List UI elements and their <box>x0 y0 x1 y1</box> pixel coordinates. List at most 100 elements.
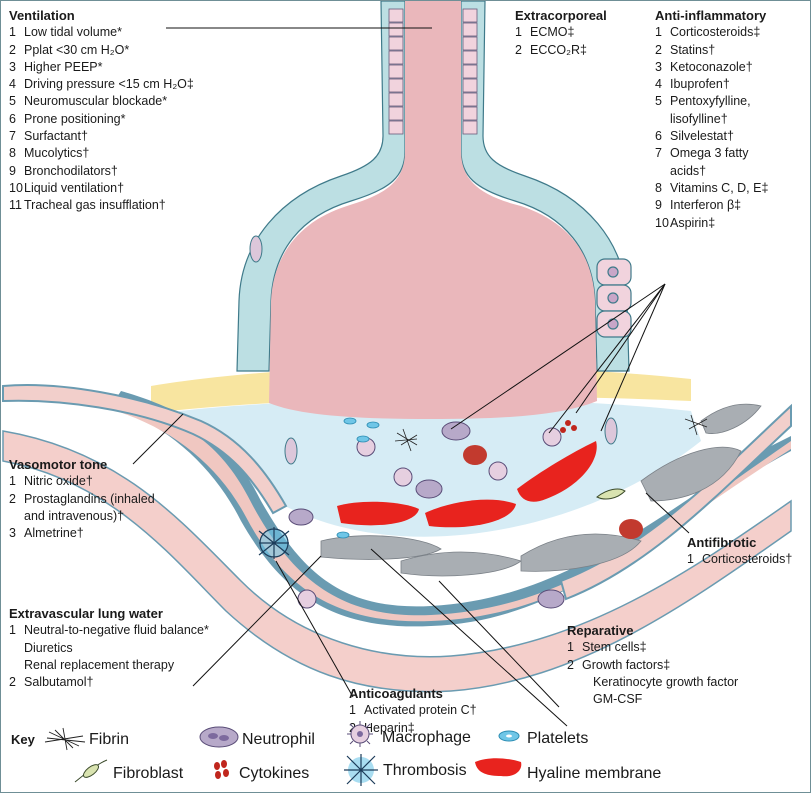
antiinflammatory-item: 3Ketoconazole† <box>655 59 805 76</box>
reparative-title: Reparative <box>567 622 807 639</box>
ventilation-title: Ventilation <box>9 7 279 24</box>
antiinflammatory-item: 7Omega 3 fatty <box>655 145 805 162</box>
item-number: 2 <box>515 42 530 59</box>
fibrin-icon <box>43 726 87 752</box>
item-number: 2 <box>9 491 24 508</box>
vessel-cell-2 <box>605 418 617 444</box>
antifibrotic-block: Antifibrotic 1Corticosteroids† <box>687 534 811 569</box>
key-legend: Key Fibrin Neutrophil Macrophage Platele… <box>1 716 810 792</box>
item-number: 2 <box>9 674 24 691</box>
item-number: 10 <box>655 215 670 232</box>
antiinflammatory-item-continuation: acids† <box>655 163 805 180</box>
extravascular-subitem: Diuretics <box>9 640 309 657</box>
item-text: Stem cells‡ <box>582 639 647 656</box>
item-number: 4 <box>9 76 24 93</box>
item-text: Almetrine† <box>24 525 84 542</box>
antiinflammatory-title: Anti-inflammatory <box>655 7 805 24</box>
platelets-icon <box>497 726 521 746</box>
key-cytokines-label: Cytokines <box>239 765 309 783</box>
ventilation-item: 3Higher PEEP* <box>9 59 279 76</box>
key-title: Key <box>11 732 35 747</box>
hyaline-membrane-icon <box>471 754 525 782</box>
item-text: Driving pressure <15 cm H₂O‡ <box>24 76 194 93</box>
ventilation-item: 4Driving pressure <15 cm H₂O‡ <box>9 76 279 93</box>
item-number: 1 <box>515 24 530 41</box>
item-number: 8 <box>655 180 670 197</box>
item-number: 2 <box>567 657 582 674</box>
item-number: 7 <box>9 128 24 145</box>
item-text: Corticosteroids‡ <box>670 24 760 41</box>
item-text: Liquid ventilation† <box>24 180 124 197</box>
type-i-cell <box>250 236 262 262</box>
item-text: Prone positioning* <box>24 111 125 128</box>
reparative-block: Reparative 1Stem cells‡2Growth factors‡K… <box>567 622 807 708</box>
extracorporeal-list: 1ECMO‡2ECCO₂R‡ <box>515 24 645 59</box>
reparative-item: 2Growth factors‡ <box>567 657 807 674</box>
antifibrotic-title: Antifibrotic <box>687 534 811 551</box>
item-number: 9 <box>9 163 24 180</box>
antiinflammatory-item-continuation: lisofylline† <box>655 111 805 128</box>
item-text: Statins† <box>670 42 715 59</box>
item-text: Neutral-to-negative fluid balance* <box>24 622 209 639</box>
item-text: Tracheal gas insufflation† <box>24 197 166 214</box>
antifibrotic-item: 1Corticosteroids† <box>687 551 811 568</box>
vasomotor-block: Vasomotor tone 1Nitric oxide†2Prostaglan… <box>9 456 209 542</box>
ventilation-item: 8Mucolytics† <box>9 145 279 162</box>
key-hyaline-label: Hyaline membrane <box>527 765 661 783</box>
extracorporeal-item: 1ECMO‡ <box>515 24 645 41</box>
extravascular-subitem: Renal replacement therapy <box>9 657 309 674</box>
item-number: 7 <box>655 145 670 162</box>
reparative-subitem: GM-CSF <box>567 691 807 708</box>
item-number: 5 <box>9 93 24 110</box>
item-number: 5 <box>655 93 670 110</box>
neutrophil-icon <box>197 724 241 750</box>
item-number: 1 <box>9 24 24 41</box>
item-number: 1 <box>687 551 702 568</box>
item-text: Pplat <30 cm H₂O* <box>24 42 129 59</box>
item-number: 3 <box>9 59 24 76</box>
item-number: 9 <box>655 197 670 214</box>
extravascular-title: Extravascular lung water <box>9 605 309 622</box>
item-text: Growth factors‡ <box>582 657 670 674</box>
item-number: 2 <box>655 42 670 59</box>
item-text: Pentoxyfylline, <box>670 93 751 110</box>
extracorporeal-block: Extracorporeal 1ECMO‡2ECCO₂R‡ <box>515 7 645 59</box>
key-neutrophil-label: Neutrophil <box>242 731 315 749</box>
item-text: Omega 3 fatty <box>670 145 749 162</box>
item-number: 2 <box>9 42 24 59</box>
antiinflammatory-item: 9Interferon β‡ <box>655 197 805 214</box>
item-number: 1 <box>655 24 670 41</box>
item-number: 6 <box>9 111 24 128</box>
item-number: 3 <box>9 525 24 542</box>
vasomotor-title: Vasomotor tone <box>9 456 209 473</box>
item-number: 1 <box>567 639 582 656</box>
vessel-cell <box>285 438 297 464</box>
item-text: Nitric oxide† <box>24 473 93 490</box>
antiinflammatory-list: 1Corticosteroids‡2Statins†3Ketoconazole†… <box>655 24 805 232</box>
anticoagulants-title: Anticoagulants <box>349 685 529 702</box>
item-text: Mucolytics† <box>24 145 89 162</box>
antiinflammatory-item: 5Pentoxyfylline, <box>655 93 805 110</box>
item-text: Salbutamol† <box>24 674 94 691</box>
ventilation-list: 1Low tidal volume*2Pplat <30 cm H₂O*3Hig… <box>9 24 279 214</box>
item-text: Interferon β‡ <box>670 197 741 214</box>
item-number: 6 <box>655 128 670 145</box>
key-thrombosis-label: Thrombosis <box>383 762 467 780</box>
fibroblast-icon <box>71 756 111 786</box>
key-fibroblast-label: Fibroblast <box>113 765 183 783</box>
reparative-subitem: Keratinocyte growth factor <box>567 674 807 691</box>
antiinflammatory-item: 1Corticosteroids‡ <box>655 24 805 41</box>
